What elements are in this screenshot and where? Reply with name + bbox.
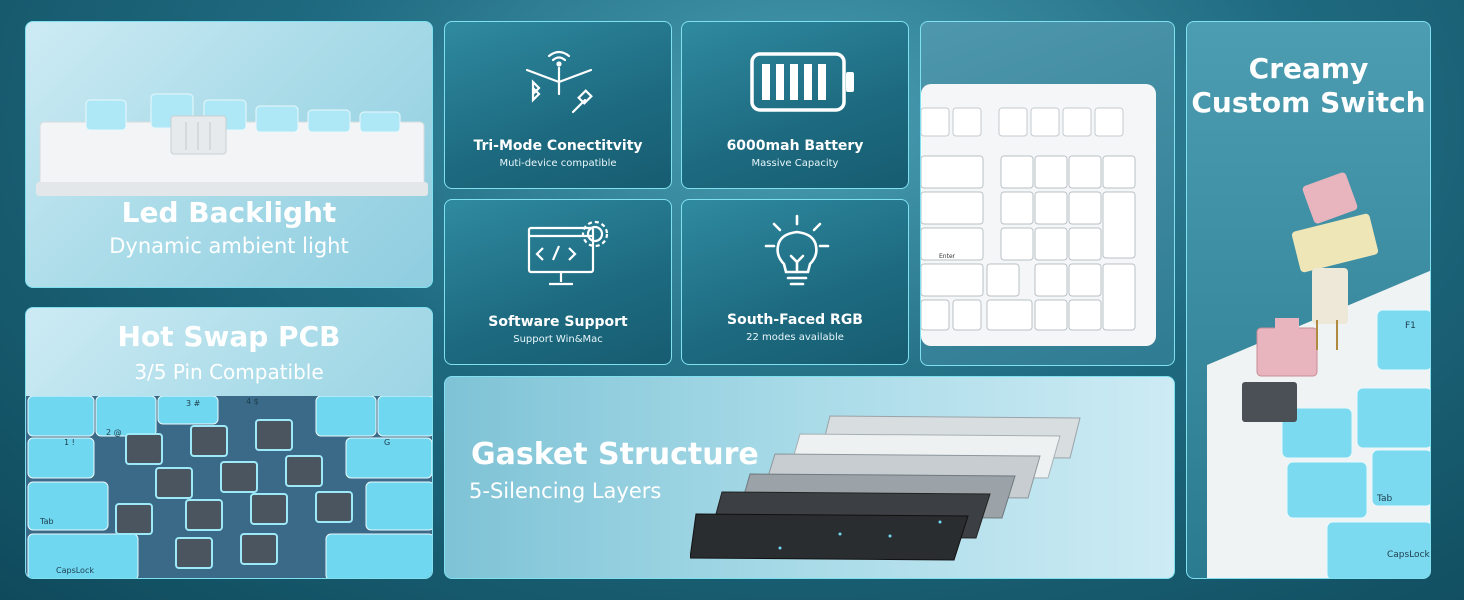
trimode-subtitle: Muti-device compatible [499, 158, 617, 169]
gasket-title: Gasket Structure [471, 437, 759, 472]
hot-swap-panel: Hot Swap PCB 3/5 Pin Compatible [25, 307, 433, 579]
switch-keycap-f1: F1 [1405, 321, 1416, 331]
hotswap-keycap-1: 1 ! [64, 438, 75, 447]
hotswap-keycap-capslock: CapsLock [56, 566, 94, 575]
led-title: Led Backlight [121, 196, 337, 229]
battery-icon [750, 52, 854, 112]
hotswap-keycap-4: 4 $ [246, 397, 259, 406]
switch-keycap-tab: Tab [1377, 494, 1393, 504]
custom-switch-panel: Creamy Custom Switch F1 Tab CapsLock [1186, 21, 1431, 579]
switch-title-line1: Creamy [1248, 52, 1369, 85]
hotswap-title: Hot Swap PCB [117, 320, 341, 353]
gasket-layers-image [690, 415, 1081, 561]
led-backlight-panel: Led Backlight Dynamic ambient light [25, 21, 433, 288]
software-title: Software Support [488, 314, 628, 330]
switch-title-line2: Custom Switch [1191, 86, 1426, 119]
numpad-keyboard-image [921, 84, 1156, 346]
hotswap-keycap-g: G [384, 438, 391, 447]
tri-mode-panel: Tri-Mode Conectitvity Muti-device compat… [444, 21, 672, 189]
keyboard-side-image [36, 93, 428, 196]
led-subtitle: Dynamic ambient light [109, 234, 349, 258]
hotswap-keycap-tab: Tab [40, 517, 54, 526]
hotswap-subtitle: 3/5 Pin Compatible [134, 360, 324, 384]
lightbulb-icon [764, 214, 830, 286]
hotswap-keyboard-image [26, 396, 432, 578]
monitor-code-gear-icon [527, 220, 609, 286]
gasket-panel: Gasket Structure 5-Silencing Layers [444, 376, 1175, 579]
rgb-title: South-Faced RGB [727, 312, 863, 328]
hotswap-keycap-2: 2 @ [106, 428, 122, 437]
wireless-bluetooth-cable-icon [525, 50, 593, 114]
battery-panel: 6000mah Battery Massive Capacity [681, 21, 909, 189]
battery-title: 6000mah Battery [726, 138, 864, 154]
battery-subtitle: Massive Capacity [751, 158, 839, 169]
hotswap-keycap-3: 3 # [186, 399, 201, 408]
numpad-panel: Enter [920, 21, 1175, 366]
switch-keycap-capslock: CapsLock [1387, 550, 1430, 560]
software-subtitle: Support Win&Mac [513, 334, 603, 345]
trimode-title: Tri-Mode Conectitvity [473, 138, 643, 154]
rgb-subtitle: 22 modes available [746, 332, 844, 343]
switch-exploded-image [1207, 172, 1430, 578]
gasket-subtitle: 5-Silencing Layers [469, 479, 662, 503]
rgb-panel: South-Faced RGB 22 modes available [681, 199, 909, 365]
numpad-enter-key-label: Enter [939, 253, 956, 260]
software-panel: Software Support Support Win&Mac [444, 199, 672, 365]
